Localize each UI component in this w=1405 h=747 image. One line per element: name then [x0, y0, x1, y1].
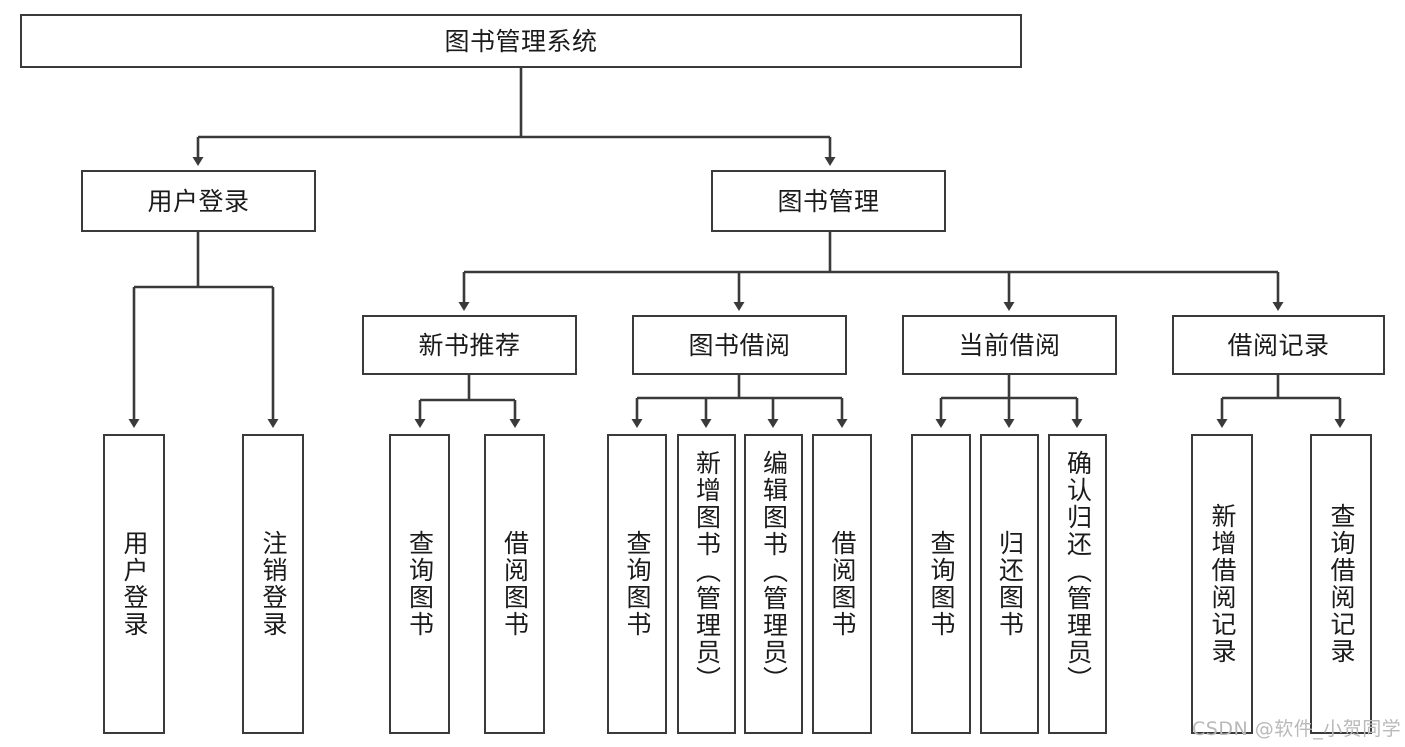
node-root-system[interactable]: 图书管理系统	[20, 14, 1022, 68]
leaf-query-book-current[interactable]: 查询图书	[911, 434, 971, 734]
node-borrow-record[interactable]: 借阅记录	[1172, 315, 1385, 375]
node-label: 新书推荐	[418, 330, 521, 360]
node-label: 查询图书	[623, 530, 652, 638]
leaf-confirm-return[interactable]: 确认归还（管理员）	[1048, 434, 1107, 734]
leaf-add-book[interactable]: 新增图书（管理员）	[677, 434, 736, 734]
node-label: 归还图书	[995, 530, 1025, 638]
leaf-add-borrow-record[interactable]: 新增借阅记录	[1191, 434, 1253, 734]
leaf-query-book-recommend[interactable]: 查询图书	[389, 434, 450, 734]
node-label: 确认归还（管理员）	[1063, 450, 1093, 693]
node-label: 注销登录	[259, 530, 288, 638]
node-label: 当前借阅	[958, 330, 1061, 360]
node-book-management[interactable]: 图书管理	[711, 170, 946, 232]
watermark-text: CSDN @软件_小贺同学	[1192, 718, 1402, 740]
leaf-borrow-book-borrow[interactable]: 借阅图书	[812, 434, 872, 734]
node-new-book-recommend[interactable]: 新书推荐	[362, 315, 577, 375]
node-label: 借阅图书	[828, 530, 857, 638]
node-label: 图书管理系统	[444, 26, 598, 56]
leaf-query-borrow-record[interactable]: 查询借阅记录	[1310, 434, 1372, 734]
node-label: 借阅记录	[1227, 330, 1330, 360]
node-label: 查询借阅记录	[1327, 503, 1356, 665]
node-user-login[interactable]: 用户登录	[81, 170, 316, 232]
node-current-borrow[interactable]: 当前借阅	[902, 315, 1117, 375]
csdn-watermark: CSDN @软件_小贺同学	[1192, 714, 1401, 741]
node-label: 用户登录	[147, 186, 250, 216]
node-label: 新增借阅记录	[1208, 503, 1237, 665]
leaf-user-login[interactable]: 用户登录	[103, 434, 165, 734]
node-label: 用户登录	[120, 530, 149, 638]
node-label: 图书管理	[777, 186, 880, 216]
node-label: 新增图书（管理员）	[692, 450, 722, 693]
leaf-return-book[interactable]: 归还图书	[980, 434, 1039, 734]
node-label: 查询图书	[405, 530, 435, 638]
node-label: 查询图书	[927, 530, 956, 638]
node-book-borrow[interactable]: 图书借阅	[632, 315, 847, 375]
node-label: 编辑图书（管理员）	[759, 450, 789, 693]
node-label: 借阅图书	[500, 530, 530, 638]
leaf-edit-book[interactable]: 编辑图书（管理员）	[744, 434, 803, 734]
leaf-logout-login[interactable]: 注销登录	[242, 434, 304, 734]
leaf-borrow-book-recommend[interactable]: 借阅图书	[484, 434, 545, 734]
node-label: 图书借阅	[688, 330, 791, 360]
leaf-query-book-borrow[interactable]: 查询图书	[607, 434, 667, 734]
